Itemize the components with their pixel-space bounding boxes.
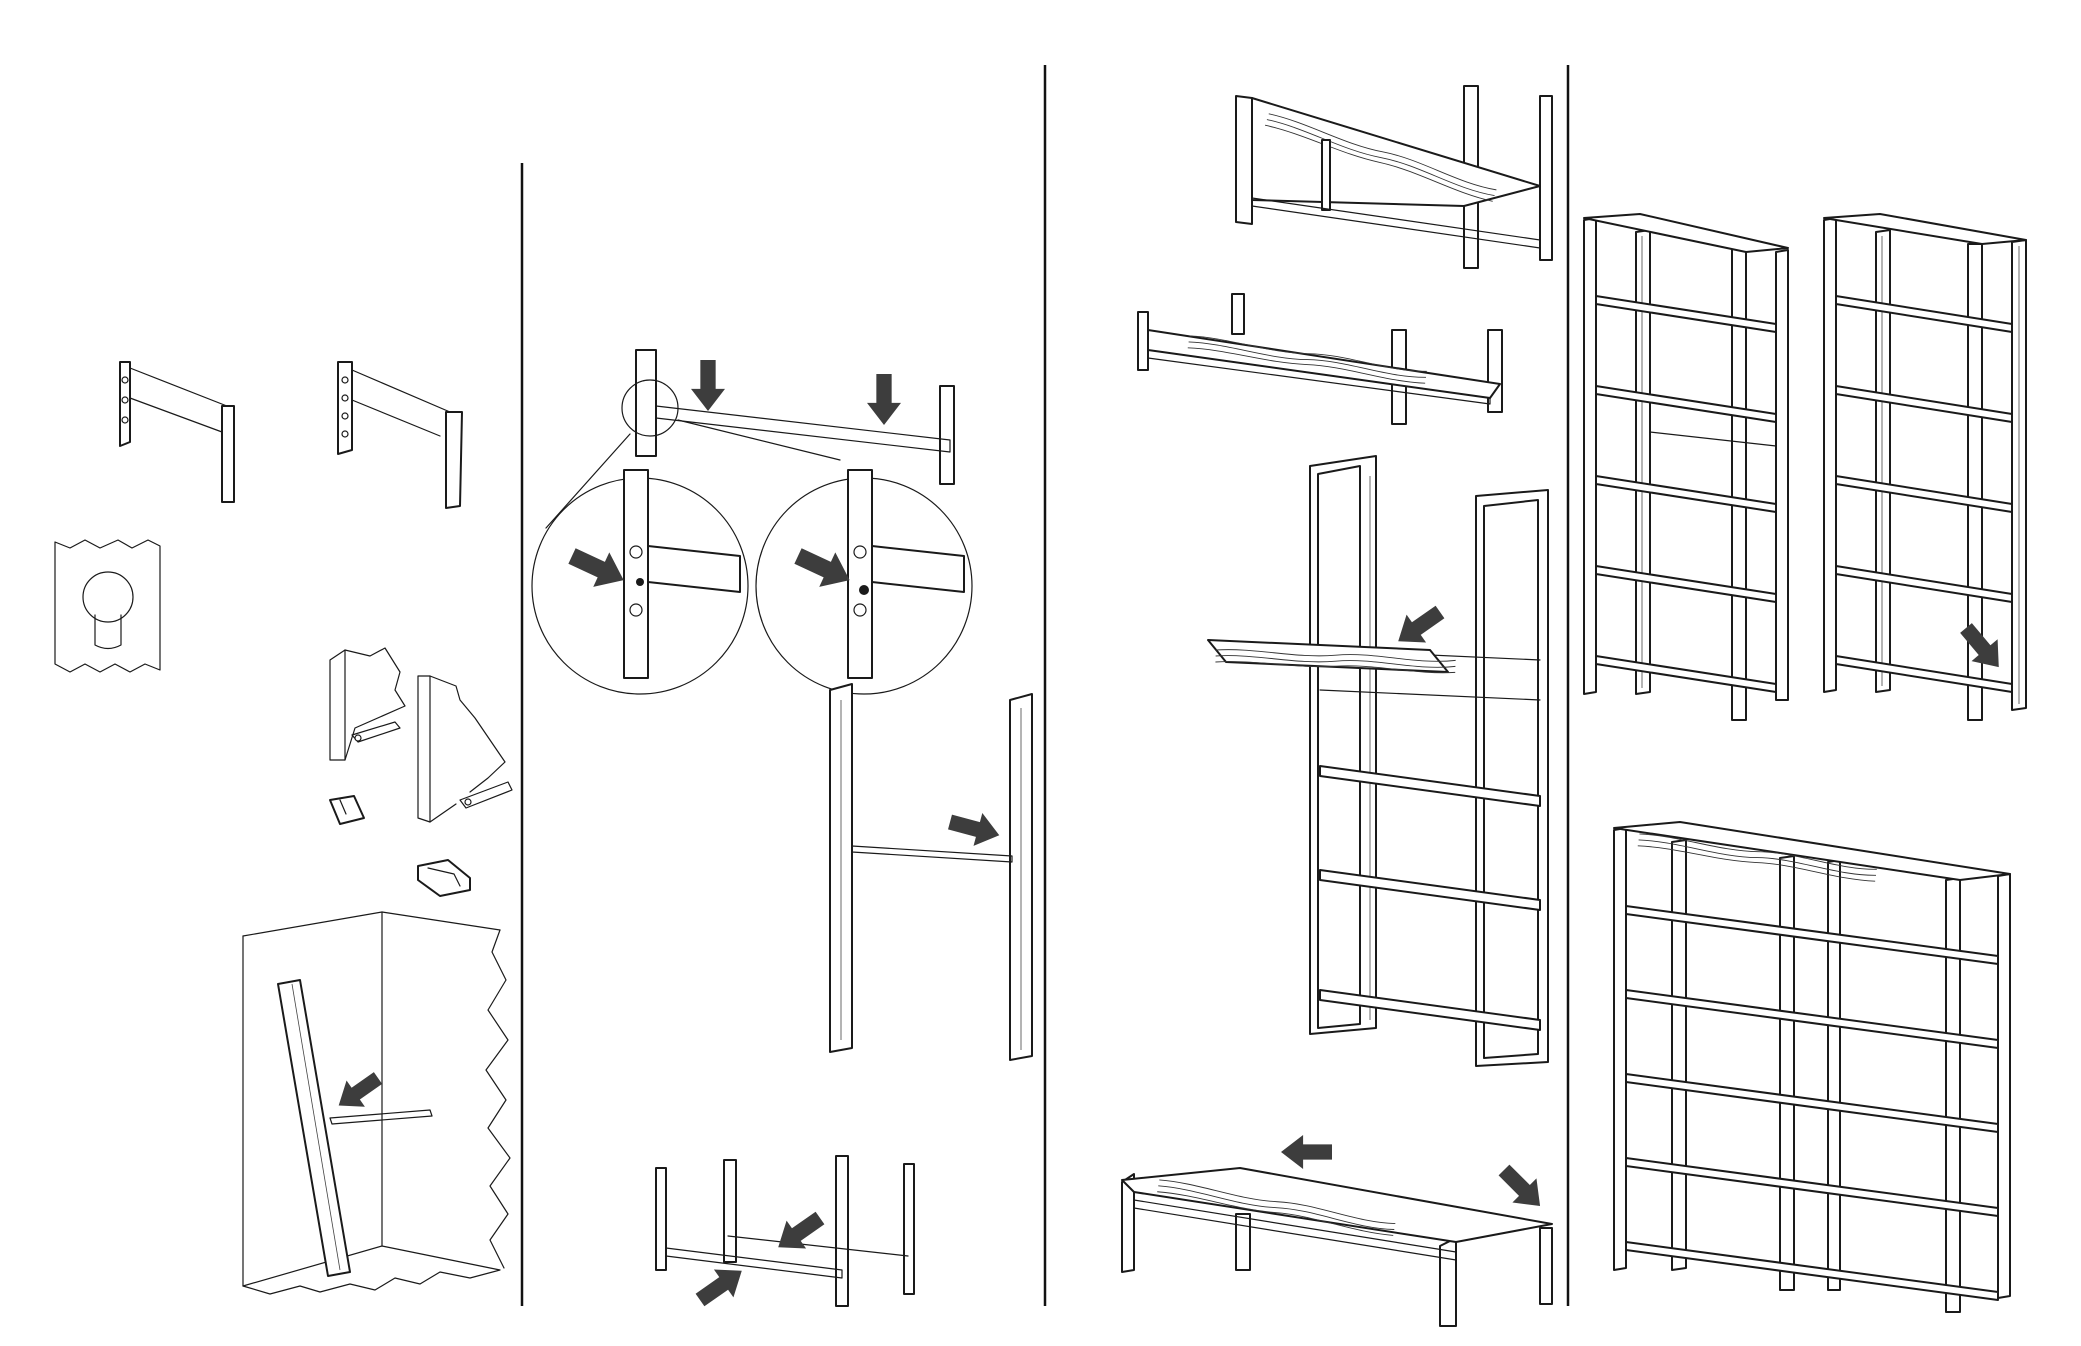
upright-detail-left bbox=[330, 648, 405, 760]
keyhole-slot-detail bbox=[55, 540, 160, 672]
finished-double-unit bbox=[1614, 822, 2010, 1312]
arrow-icon bbox=[946, 806, 1004, 852]
finished-extension-unit bbox=[1824, 214, 2026, 720]
arrow-icon bbox=[867, 374, 901, 425]
arrow-icon bbox=[330, 1065, 388, 1119]
frame-detail-a bbox=[120, 362, 234, 502]
arrow-icon bbox=[1492, 1158, 1552, 1218]
top-shelf-fit bbox=[1236, 86, 1552, 268]
arrow-icon bbox=[768, 1204, 829, 1261]
shelf-position bbox=[1208, 456, 1548, 1066]
step-3-panel bbox=[1122, 86, 1552, 1326]
side-frame bbox=[830, 684, 1032, 1060]
arrow-icon bbox=[1281, 1135, 1332, 1169]
arrow-icon bbox=[564, 539, 632, 598]
floor-shelf bbox=[1122, 1135, 1552, 1326]
beam-assembly bbox=[546, 350, 954, 528]
shelf-insert bbox=[1138, 294, 1502, 424]
arrow-icon bbox=[1388, 598, 1449, 655]
wall-anchor bbox=[243, 912, 510, 1294]
frame-detail-b bbox=[338, 362, 462, 508]
base-clip bbox=[330, 796, 364, 824]
finished-single-unit bbox=[1584, 214, 1788, 720]
base-clip bbox=[418, 860, 470, 896]
arrow-icon bbox=[691, 360, 725, 411]
bolt-insert-zoom bbox=[532, 470, 748, 694]
floor-brace bbox=[656, 1156, 914, 1314]
step-4-panel bbox=[1584, 214, 2026, 1312]
bolt-insert-zoom bbox=[756, 470, 972, 694]
upright-detail-right bbox=[418, 676, 512, 822]
step-1-panel bbox=[55, 362, 512, 1294]
step-2-panel bbox=[532, 350, 1032, 1314]
